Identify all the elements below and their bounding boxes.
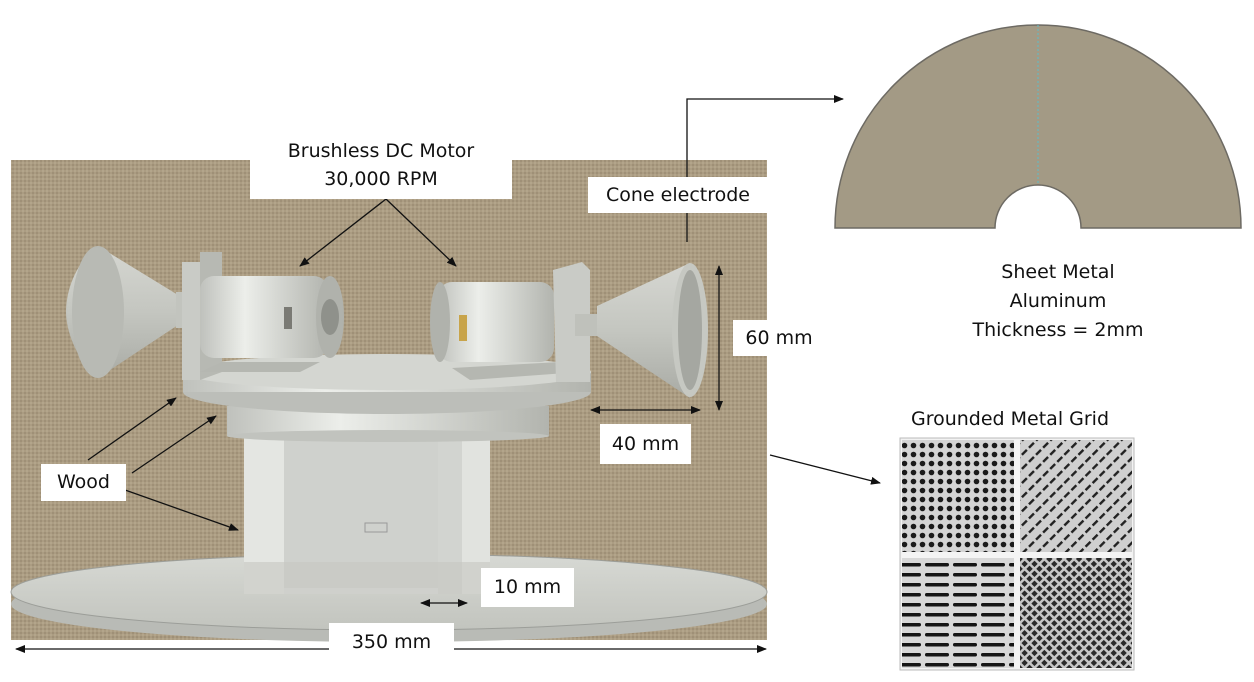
wood-label: Wood — [41, 464, 126, 501]
motor-label-line1: Brushless DC Motor — [287, 140, 475, 162]
right-motor-assembly — [430, 262, 708, 398]
stand-box — [244, 432, 490, 594]
width-label: 40 mm — [600, 424, 691, 464]
sheet-label-line1: Sheet Metal — [1001, 261, 1115, 283]
grid-label: Grounded Metal Grid — [910, 408, 1110, 430]
base-disc — [10, 553, 768, 642]
leg-label: 10 mm — [481, 568, 574, 607]
motor-arrow-right — [385, 198, 457, 267]
grid-arrow — [769, 454, 881, 485]
wood-arrow-3 — [124, 489, 239, 531]
left-motor-assembly — [66, 246, 344, 380]
motor-label-line2: 30,000 RPM — [324, 168, 438, 190]
wood-arrow-1 — [87, 397, 177, 461]
metal-grid-image — [899, 437, 1135, 671]
sheet-metal-sector — [834, 24, 1242, 229]
cone-label: Cone electrode — [588, 177, 768, 213]
height-label: 60 mm — [733, 320, 825, 356]
base-label: 350 mm — [329, 623, 454, 661]
sheet-label-line2: Aluminum — [1009, 290, 1107, 312]
sheet-metal-label: Sheet Metal Aluminum Thickness = 2mm — [948, 258, 1168, 345]
wood-arrow-2 — [131, 415, 217, 474]
motor-label: Brushless DC Motor 30,000 RPM — [250, 136, 512, 199]
motor-arrow-left — [299, 198, 387, 267]
sheet-label-line3: Thickness = 2mm — [972, 319, 1144, 341]
